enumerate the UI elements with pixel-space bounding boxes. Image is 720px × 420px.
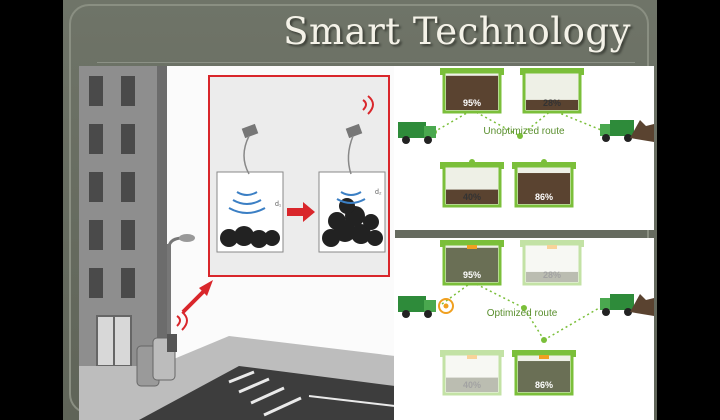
route-optimization-icon [438,298,454,314]
distance-label-right: d₂ [375,189,382,196]
building [79,66,167,367]
garbage-truck-icon [398,122,436,144]
road [139,366,395,420]
bin-1: 95% [440,240,504,286]
smart-bin-illustration: d₁ d₂ [79,66,395,420]
slide: Smart Technology [63,0,657,420]
signal-icon [176,311,188,331]
dump-truck-icon [600,120,654,142]
bin-fill-label: 86% [535,380,553,390]
bin-4: 86% [512,162,576,208]
slide-title: Smart Technology [283,10,631,53]
bin-fill-label: 86% [535,192,553,202]
bin-fill-label: 28% [543,98,561,108]
bin-1: 95% [440,68,504,114]
bin-4: 86% [512,350,576,396]
dump-truck-icon [600,294,654,316]
zoom-arrow-icon [181,280,213,314]
optimized-route-box: 95% 28% 40% 86% Optimized route [394,238,654,420]
street-bins [136,334,177,387]
bin-3: 40% [440,162,504,208]
bin-2: 28% [520,68,584,114]
optimized-route-label: Optimized route [487,308,558,319]
unoptimized-route-box: 95% 28% 40% 86% Unoptimized route [394,66,654,230]
unoptimized-route-label: Unoptimized route [483,126,565,137]
bin-fill-label: 40% [463,192,481,202]
bin-fill-label: 40% [463,380,481,390]
bin-fill-label: 28% [543,270,561,280]
bin-3: 40% [440,350,504,396]
sensor-inset [208,75,390,277]
crosswalk [228,370,395,417]
bin-2: 28% [520,240,584,286]
distance-label-left: d₁ [275,201,282,208]
bin-fill-label: 95% [463,98,481,108]
title-divider [97,62,635,63]
routes-panel: 95% 28% 40% 86% Unoptimized route [394,66,654,420]
street-lamp [167,234,195,364]
bin-fill-label: 95% [463,270,481,280]
garbage-truck-icon [398,296,436,318]
